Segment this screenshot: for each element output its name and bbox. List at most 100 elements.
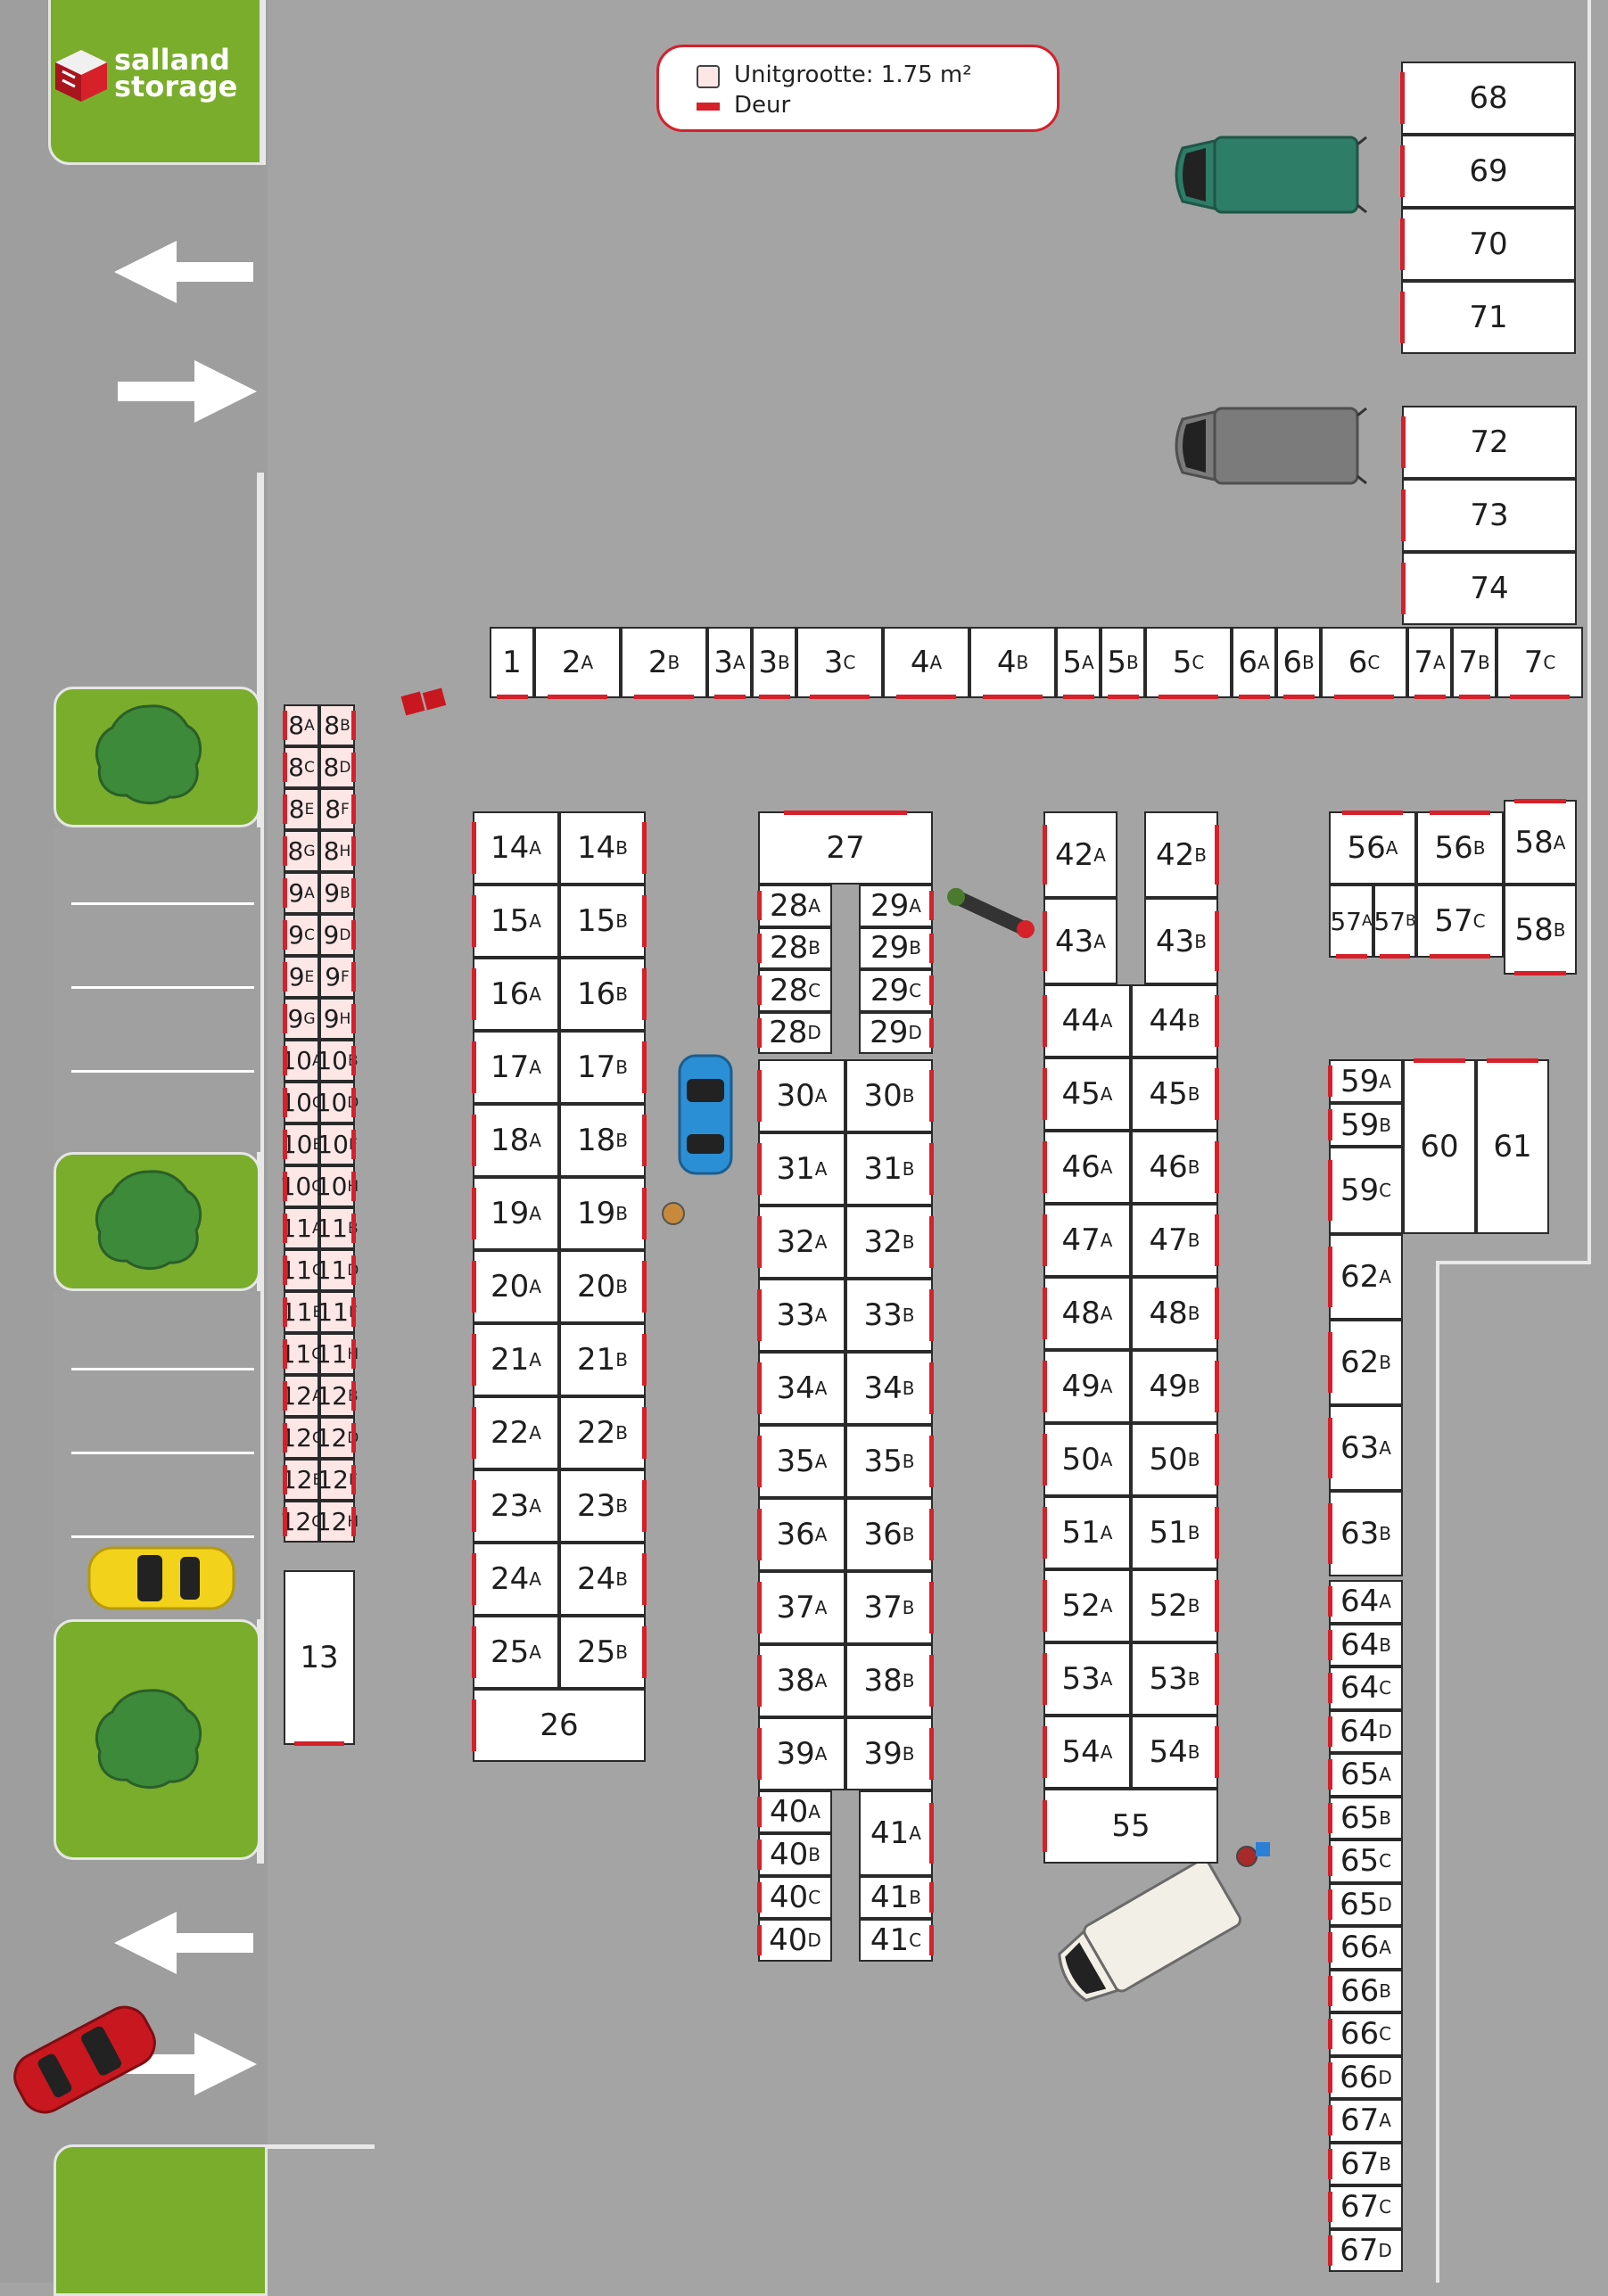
unit-12h[interactable]: 12H <box>316 1501 359 1543</box>
unit-72[interactable]: 72 <box>1402 406 1577 479</box>
unit-11h[interactable]: 11H <box>316 1333 359 1375</box>
unit-1[interactable]: 1 <box>490 627 534 698</box>
unit-26[interactable]: 26 <box>473 1689 646 1762</box>
unit-55[interactable]: 55 <box>1043 1789 1218 1864</box>
unit-69[interactable]: 69 <box>1401 135 1576 208</box>
unit-13[interactable]: 13 <box>284 1570 355 1745</box>
unit-68[interactable]: 68 <box>1401 62 1576 135</box>
unit-11f[interactable]: 11F <box>317 1291 358 1333</box>
unit-74[interactable]: 74 <box>1402 552 1577 625</box>
unit-73[interactable]: 73 <box>1402 479 1577 552</box>
unit-70[interactable]: 70 <box>1401 208 1576 281</box>
unit-12b[interactable]: 12B <box>316 1375 359 1417</box>
unit-61[interactable]: 61 <box>1476 1059 1549 1234</box>
unit-27[interactable]: 27 <box>758 811 933 885</box>
unit-10d[interactable]: 10D <box>316 1082 359 1123</box>
unit-10h[interactable]: 10H <box>316 1165 359 1207</box>
